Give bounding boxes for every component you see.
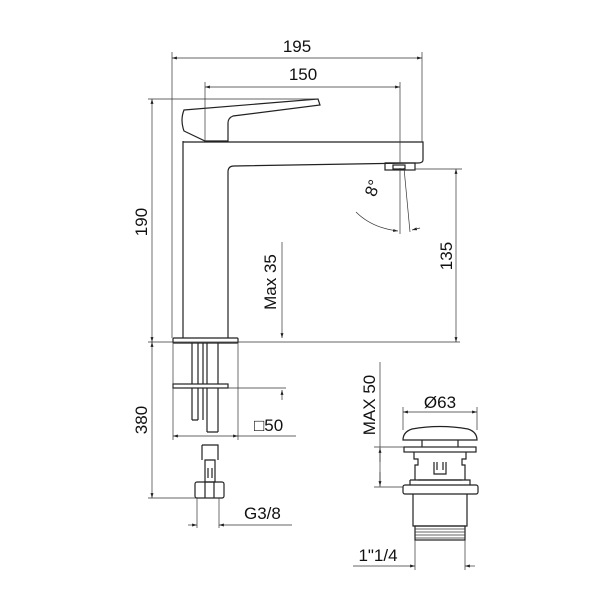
dim-135-label: 135 [437,242,456,270]
popup-waste [402,425,479,541]
dim-angle-label: 8° [361,177,384,199]
dim-380: 380 [132,342,220,499]
dim-max-35-label: Max 35 [261,254,280,310]
waste-flange [402,484,479,495]
dim-1-1-4-label: 1"1/4 [358,546,397,565]
dim-150-label: 150 [289,65,317,84]
waste-flange-top [403,446,477,453]
dim-max-50-label: MAX 50 [360,375,379,435]
dim-angle: 8° [355,167,421,234]
dim-190-label: 190 [132,208,151,236]
fixing-plate [172,383,229,389]
dim-hole-50: □50 [172,343,296,440]
waste-cap [402,425,478,441]
dim-g38: G3/8 [188,498,292,528]
dim-1-1-4: 1"1/4 [353,540,475,570]
dim-max-50: MAX 50 [360,362,404,488]
dim-g38-label: G3/8 [244,504,281,523]
dim-hole-50-label: □50 [254,416,283,435]
dim-63: Ø63 [402,393,478,430]
faucet-body [172,98,424,499]
dim-max-35: Max 35 [228,242,286,400]
dim-195-label: 195 [283,37,311,56]
waste-body [413,452,467,481]
hose-fitting [201,444,219,483]
dim-380-label: 380 [132,406,151,434]
dim-63-label: Ø63 [424,393,456,412]
dim-135: 135 [415,168,462,342]
dim-150: 150 [204,65,401,163]
dim-195: 195 [171,37,423,338]
faucet-handle [181,98,321,142]
waste-thread [414,525,466,541]
dim-190: 190 [132,98,460,343]
hose-nut [194,481,225,499]
faucet-spout [182,141,424,339]
